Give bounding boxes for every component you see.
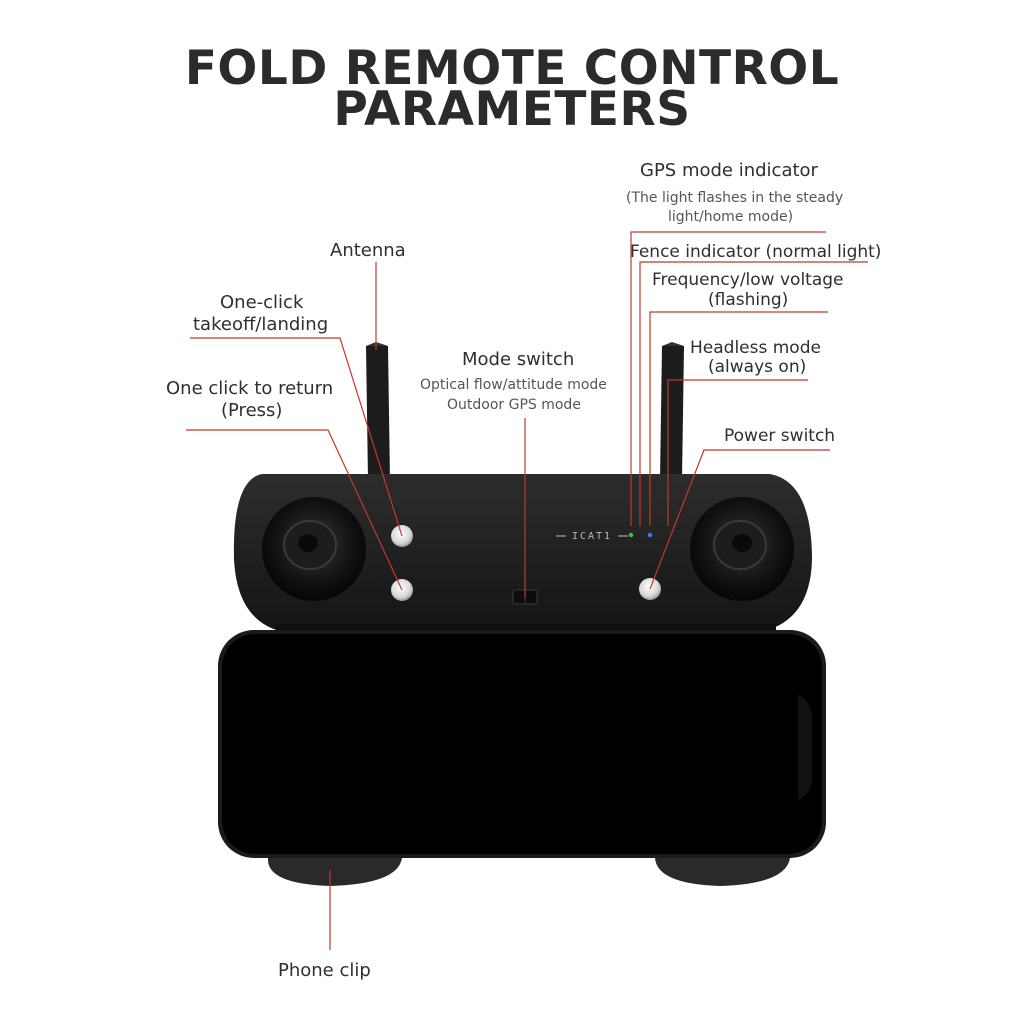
antenna-label: Antenna [330, 240, 406, 261]
gps-indicator-desc-1: (The light flashes in the steady [626, 190, 844, 206]
frequency-label-1: Frequency/low voltage [652, 270, 844, 290]
antenna-left [366, 342, 390, 480]
phone-clip-label: Phone clip [278, 960, 371, 981]
phone [218, 630, 826, 858]
return-label-2: (Press) [221, 400, 283, 421]
mode-switch-option-2: Outdoor GPS mode [447, 397, 581, 413]
mode-switch-option-1: Optical flow/attitude mode [420, 377, 607, 393]
power-switch-label: Power switch [724, 426, 836, 446]
headless-label-2: (always on) [708, 357, 807, 377]
brand-text: ICAT1 [572, 531, 612, 542]
leader-lines [186, 231, 868, 950]
headless-label-1: Headless mode [690, 338, 821, 358]
right-joystick [690, 497, 794, 601]
title-line-1: FOLD REMOTE CONTROL [184, 41, 840, 96]
return-label-1: One click to return [166, 378, 334, 399]
left-joystick [262, 497, 366, 601]
frequency-label-2: (flashing) [708, 290, 789, 310]
takeoff-label-2: takeoff/landing [193, 314, 329, 335]
antenna-right [660, 342, 684, 480]
gps-led [628, 532, 634, 538]
gps-indicator-desc-2: light/home mode) [668, 209, 794, 225]
mode-switch-label: Mode switch [462, 349, 575, 370]
gps-indicator-label: GPS mode indicator [640, 160, 818, 181]
title-line-2: PARAMETERS [333, 82, 691, 137]
fence-indicator-label: Fence indicator (normal light) [630, 242, 882, 262]
phone-clip-right [655, 858, 790, 886]
takeoff-label-1: One-click [220, 292, 304, 313]
frequency-led [647, 532, 653, 538]
phone-clip-left [267, 858, 402, 886]
